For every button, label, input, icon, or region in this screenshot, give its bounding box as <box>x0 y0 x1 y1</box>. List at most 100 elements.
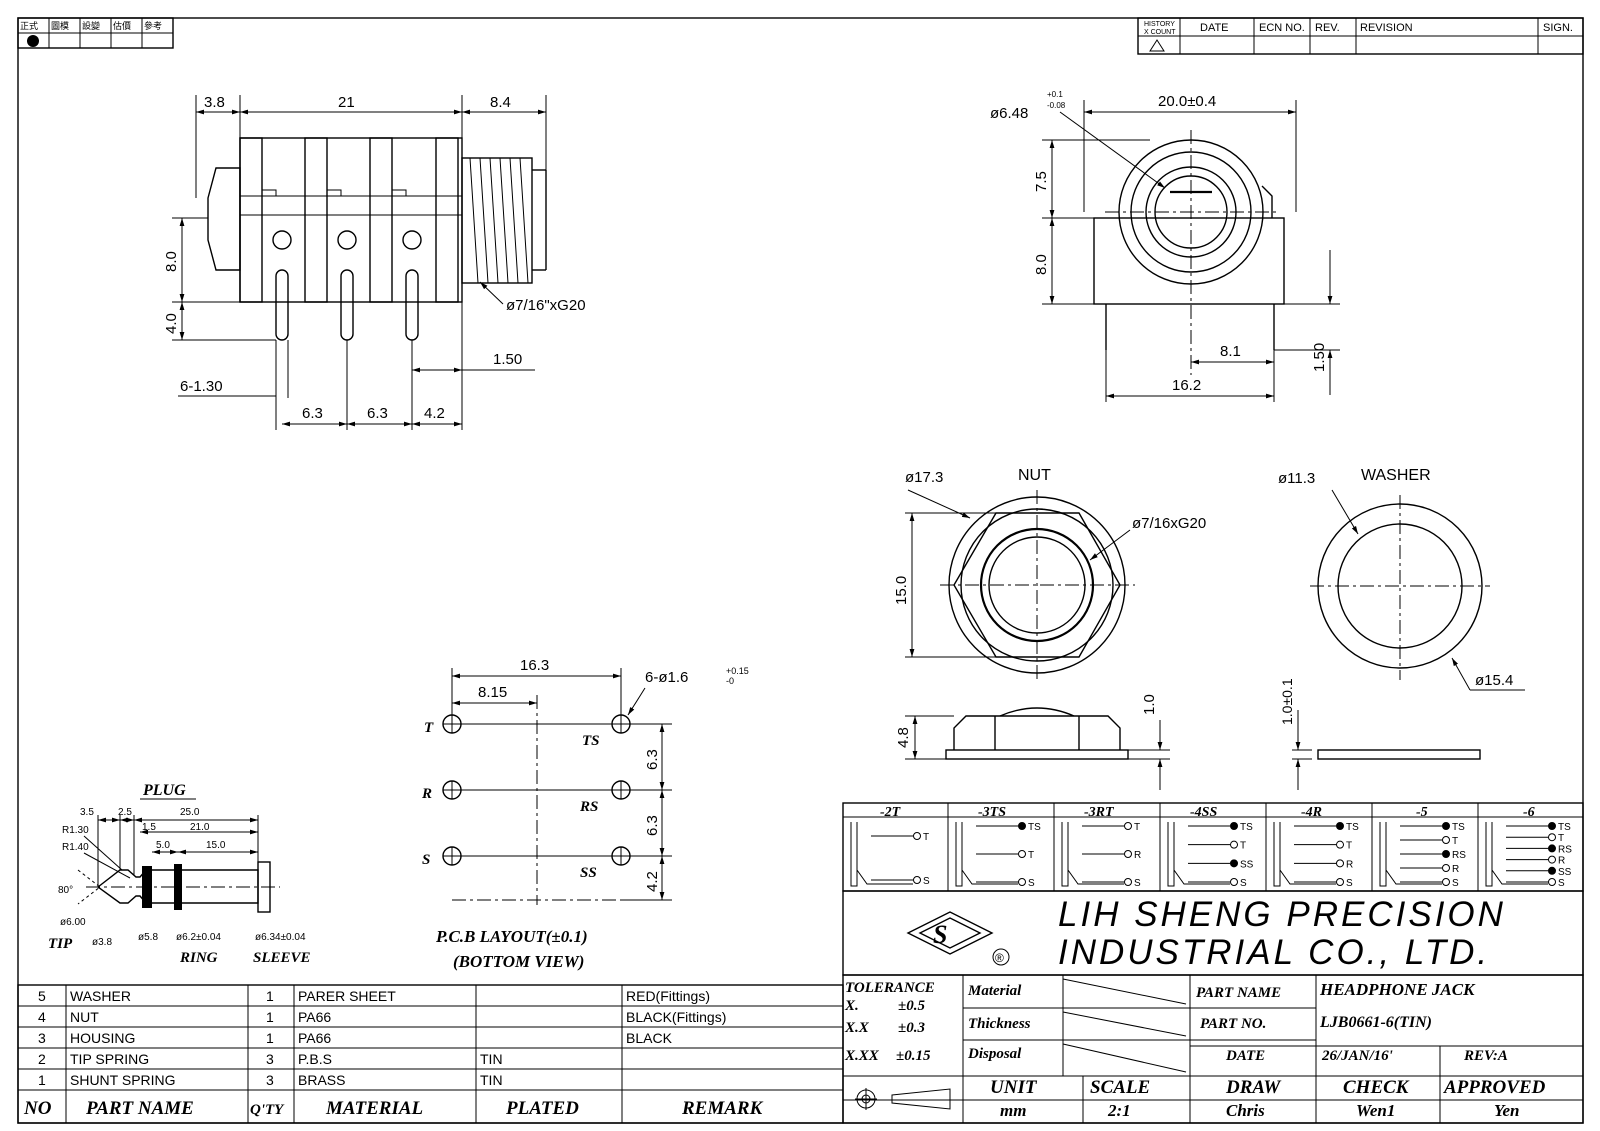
bom-cell-qty: 1 <box>266 1009 274 1025</box>
pcb-right-label-0: TS <box>582 733 600 749</box>
pcb-left-label-1: R <box>421 786 432 802</box>
scale-value: 2:1 <box>1107 1101 1131 1120</box>
stamp-label-4: 參考 <box>144 20 162 31</box>
side-dim-left-1: 4.0 <box>163 313 180 334</box>
rev-history-label: HISTORY <box>1144 21 1175 28</box>
plug-title: PLUG <box>142 782 186 799</box>
rev-rev-label: REV. <box>1315 22 1340 34</box>
front-bore-label: ø6.48 <box>990 105 1028 122</box>
variant-pin-label: T <box>1452 836 1458 847</box>
pcb-row-r <box>442 780 631 800</box>
date-label: DATE <box>1225 1048 1265 1064</box>
plug-dia-0: ø6.00 <box>60 917 86 928</box>
plug-dia-3: ø6.2±0.04 <box>176 932 221 943</box>
bom-cell-remark: BLACK(Fittings) <box>626 1009 726 1025</box>
plug-radius-1: R1.40 <box>62 842 89 853</box>
variant-pin-dot <box>1124 850 1132 858</box>
variant-pin-label: RS <box>1558 844 1572 855</box>
approved-label: APPROVED <box>1443 1077 1546 1098</box>
pcb-row-t <box>442 714 631 734</box>
variant-schematic: TRS <box>1061 822 1141 889</box>
variant-pin-dot <box>913 876 921 884</box>
plug-dim-6: 15.0 <box>206 840 226 851</box>
variant-pin-label: TS <box>1028 822 1041 833</box>
approval-stamp: 正式 圖模 設變 估價 參考 <box>17 17 174 49</box>
nut-title: NUT <box>1018 467 1051 484</box>
thickness-label: Thickness <box>968 1016 1031 1032</box>
unit-value: mm <box>1000 1101 1026 1120</box>
part-no-label: PART NO. <box>1200 1016 1266 1032</box>
stamp-dot <box>27 35 39 47</box>
pcb-left-label-2: S <box>422 852 430 868</box>
variant-pin-label: S <box>1134 878 1141 889</box>
rev-xcount-label: X COUNT <box>1144 29 1176 36</box>
front-bore-tol-minus: -0.08 <box>1047 101 1066 110</box>
rev-ecn-label: ECN NO. <box>1259 22 1305 34</box>
side-dim-top-0: 3.8 <box>204 94 225 111</box>
variant-pin-label: R <box>1134 850 1141 861</box>
bom-cell-no: 3 <box>38 1030 46 1046</box>
variant-pin-label: TS <box>1240 822 1253 833</box>
variant-pin-dot <box>1124 822 1132 830</box>
title-block: TOLERANCE X. ±0.5 X.X ±0.3 X.XX ±0.15 Ma… <box>842 974 1584 1124</box>
variant-pin-dot <box>1230 822 1238 830</box>
variant-pin-dot <box>1548 833 1556 842</box>
part-name-value: HEADPHONE JACK <box>1319 980 1476 999</box>
bom-cell-qty: 1 <box>266 1030 274 1046</box>
plug-dim-0: 3.5 <box>80 807 94 818</box>
variant-pin-label: S <box>1240 878 1247 889</box>
company-name-line2: INDUSTRIAL CO., LTD. <box>1058 933 1490 972</box>
pcb-holes-tol-minus: -0 <box>726 676 734 686</box>
variant-pin-label: T <box>1240 841 1246 852</box>
front-pin-len: 1.50 <box>1311 343 1328 372</box>
nut-flats-label: 15.0 <box>893 576 910 605</box>
variant-code-0: -2T <box>880 805 902 820</box>
bom-cell-material: PA66 <box>298 1009 331 1025</box>
pcb-holes-label: 6-ø1.6 <box>645 669 688 686</box>
stamp-label-2: 設變 <box>82 20 100 31</box>
variant-pin-dot <box>1336 878 1344 886</box>
side-offset-label: 1.50 <box>493 351 522 368</box>
pcb-right-label-2: SS <box>580 865 597 881</box>
bom-cell-qty: 1 <box>266 988 274 1004</box>
pcb-pitch-1: 6.3 <box>644 815 661 836</box>
washer-title: WASHER <box>1361 467 1431 484</box>
variant-pin-label: TS <box>1452 822 1465 833</box>
unit-label: UNIT <box>990 1077 1038 1098</box>
variant-pin-label: TS <box>1558 822 1571 833</box>
plug-angle: 80° <box>58 885 73 896</box>
company-name-line1: LIH SHENG PRECISION <box>1058 895 1506 934</box>
warning-triangle-icon <box>1149 39 1165 52</box>
pcb-pitch-0: 6.3 <box>644 749 661 770</box>
washer-outer-label: ø15.4 <box>1475 672 1513 689</box>
pcb-layout: 16.3 8.15 6-ø1.6 +0.15 -0 T R S TS RS SS <box>421 657 749 971</box>
front-width-label: 20.0±0.4 <box>1158 93 1216 110</box>
bom-cell-name: HOUSING <box>70 1030 135 1046</box>
variant-pin-label: SS <box>1240 859 1254 870</box>
part-no-value: LJB0661-6(TIN) <box>1319 1014 1432 1031</box>
draw-label: DRAW <box>1225 1077 1281 1098</box>
variant-pin-dot <box>1230 878 1238 886</box>
bom-header-material: MATERIAL <box>325 1098 423 1119</box>
tolerance-val-2: ±0.15 <box>896 1048 931 1064</box>
variant-pin-dot <box>1336 859 1344 868</box>
draw-value: Chris <box>1226 1101 1265 1120</box>
variant-pin-dot <box>1336 822 1344 830</box>
scale-label: SCALE <box>1090 1077 1150 1098</box>
bom-cell-name: SHUNT SPRING <box>70 1072 176 1088</box>
side-dim-top-1: 21 <box>338 94 355 111</box>
pcb-pitch-2: 4.2 <box>644 871 661 892</box>
front-span: 16.2 <box>1172 377 1201 394</box>
date-value: 26/JAN/16' <box>1321 1048 1393 1064</box>
variant-pin-label: S <box>1558 878 1565 889</box>
rev-revision-label: REVISION <box>1360 22 1413 34</box>
tolerance-fmt-2: X.XX <box>844 1048 880 1064</box>
bom-header-plated: PLATED <box>505 1098 579 1119</box>
approved-value: Yen <box>1494 1101 1520 1120</box>
plug-dim-2: 25.0 <box>180 807 200 818</box>
variant-pin-dot <box>1548 855 1556 864</box>
